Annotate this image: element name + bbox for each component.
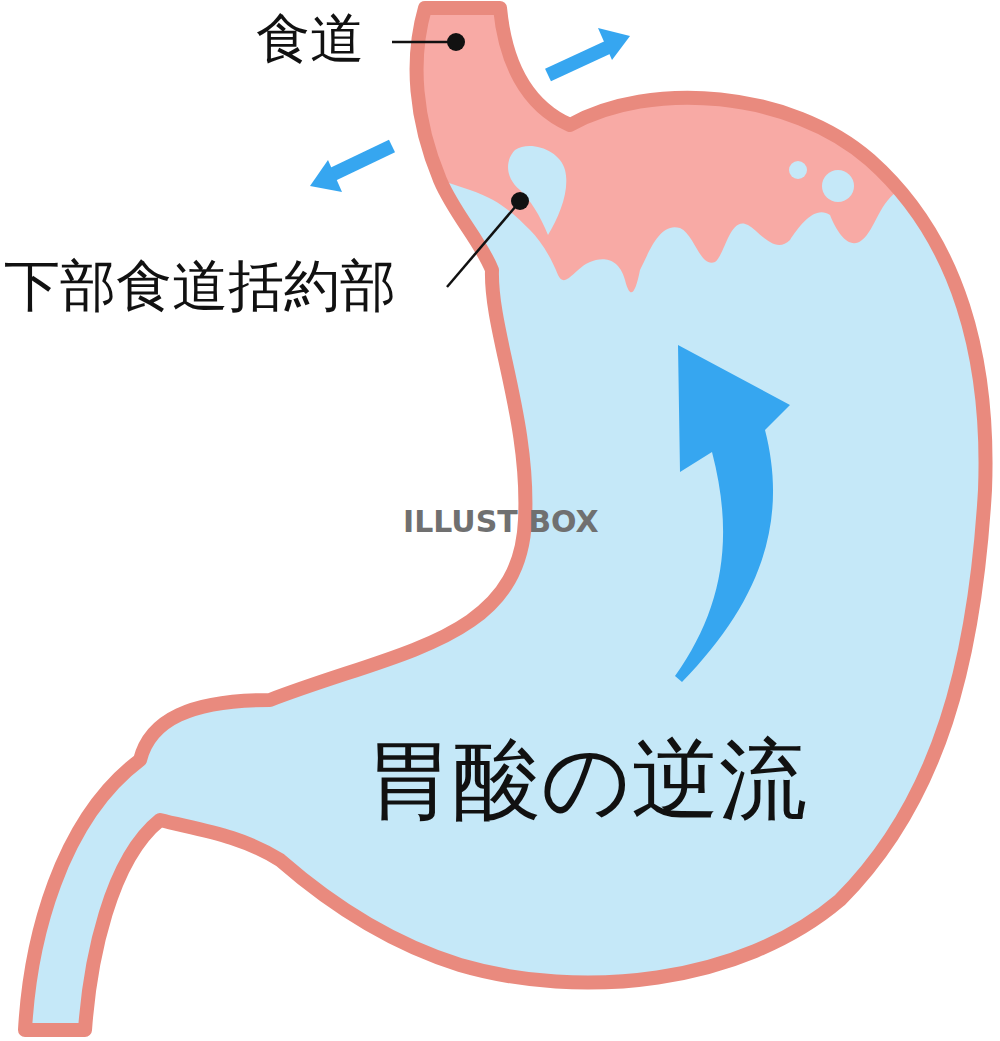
part-label: 食道 — [256, 12, 364, 66]
acid-bubble — [789, 161, 807, 179]
acid-bubble — [822, 170, 854, 202]
watermark: ILLUST BOX — [403, 507, 599, 537]
leader-line — [392, 41, 450, 44]
leader-dot — [447, 33, 465, 51]
stomach-outline — [25, 8, 986, 1030]
heading-label: 胃酸の逆流 — [365, 736, 807, 824]
leader-line — [447, 206, 516, 287]
leader-dot — [511, 192, 529, 210]
reflux-arrow — [675, 345, 790, 682]
arrow-head — [598, 28, 630, 60]
acid-splash — [508, 146, 566, 235]
arrow-head — [310, 160, 342, 192]
part-label: 下部食道括約部 — [4, 258, 396, 314]
outward-arrow — [325, 44, 615, 178]
